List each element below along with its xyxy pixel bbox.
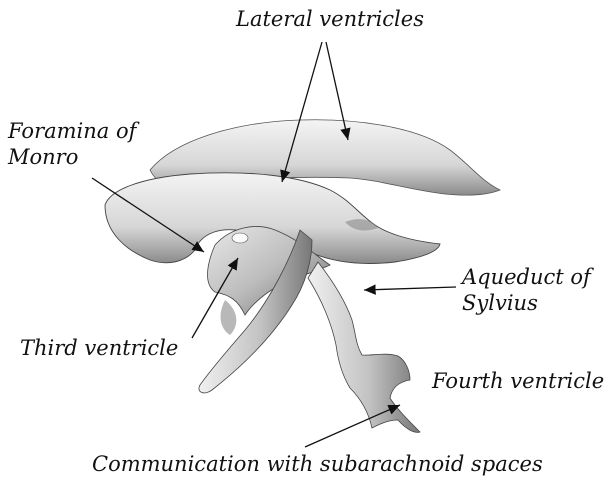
label-foramina-line2: Monro [8,144,78,170]
pointer-communication [305,405,400,447]
label-aqueduct-line1: Aqueduct of [462,264,591,290]
pointer-aqueduct [364,287,456,290]
label-aqueduct-line2: Sylvius [462,290,538,316]
label-fourth-ventricle: Fourth ventricle [432,368,604,394]
label-communication: Communication with subarachnoid spaces [92,451,543,477]
label-third-ventricle: Third ventricle [20,335,178,361]
interventricular-opening [232,233,248,243]
aqueduct-and-fourth-ventricle [308,262,420,432]
label-foramina-line1: Foramina of [8,118,136,144]
label-lateral-ventricles: Lateral ventricles [236,6,424,32]
